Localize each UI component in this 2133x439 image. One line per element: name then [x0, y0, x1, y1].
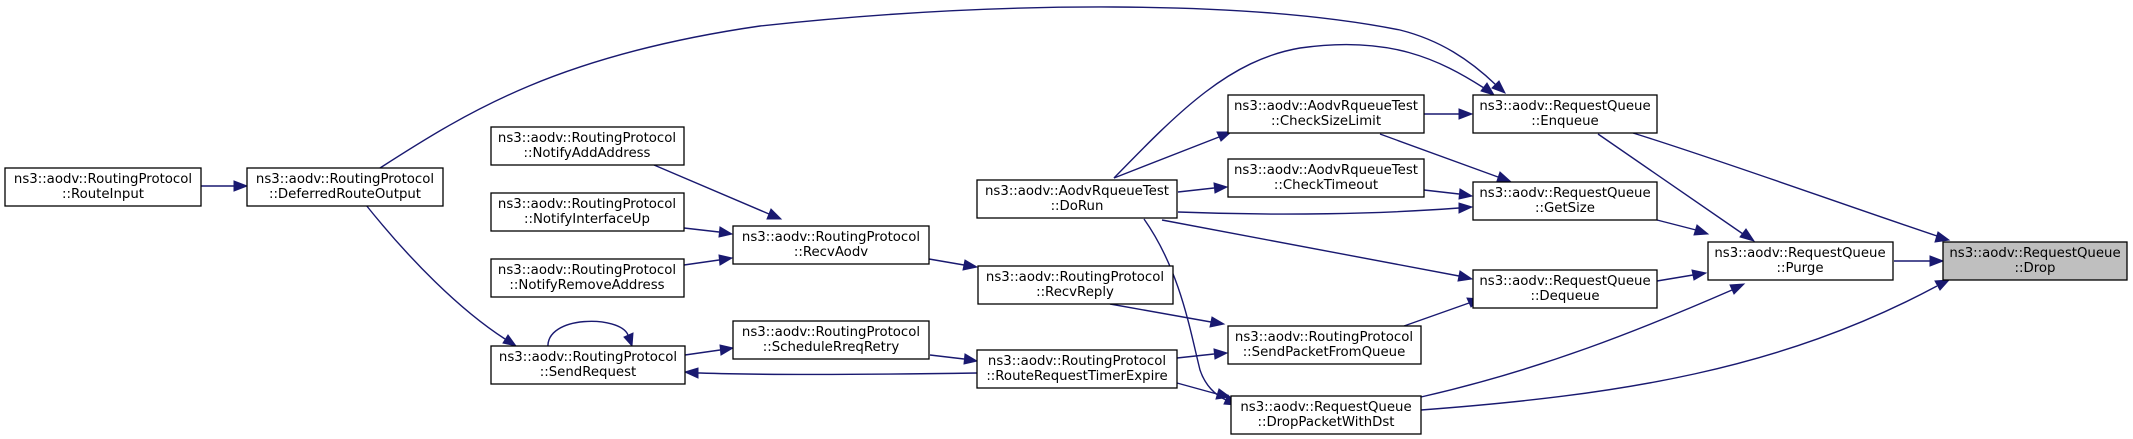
node-routingprotocol-sendrequest[interactable]: ns3::aodv::RoutingProtocol ::SendRequest [490, 345, 686, 385]
node-label-line-2: ::DoRun [1051, 199, 1104, 214]
edge-sendpacketfromqueue-to-dequeue [1403, 297, 1483, 327]
node-label-line-1: ns3::aodv::AodvRqueueTest [985, 184, 1169, 199]
edge-notifyaddaddress-to-recvaodv [653, 164, 783, 220]
edge-deferredrouteoutput-to-enqueue [379, 6, 1507, 169]
node-label-line-2: ::GetSize [1535, 201, 1595, 216]
edge-checktimeout-to-getsize [1423, 188, 1474, 200]
edge-recvreply-to-sendpacketfromqueue [1109, 303, 1226, 328]
edge-getsize-to-purge [1656, 219, 1710, 236]
node-label-line-2: ::NotifyAddAddress [524, 146, 651, 161]
node-requestqueue-drop[interactable]: ns3::aodv::RequestQueue ::Drop [1942, 241, 2128, 281]
node-label-line-2: ::Enqueue [1531, 114, 1598, 129]
node-label-line-1: ns3::aodv::RoutingProtocol [742, 325, 920, 340]
edge-purge-to-drop [1894, 255, 1945, 267]
edge-droppacket-to-drop [1420, 279, 1951, 411]
node-aodvrqueuetest-dorun[interactable]: ns3::aodv::AodvRqueueTest ::DoRun [976, 179, 1178, 219]
node-label-line-2: ::SendPacketFromQueue [1243, 345, 1406, 360]
edge-routerequesttimerexpire-to-droppacket [1176, 382, 1232, 400]
node-label-line-2: ::ScheduleRreqRetry [763, 340, 900, 355]
node-routingprotocol-recvreply[interactable]: ns3::aodv::RoutingProtocol ::RecvReply [977, 265, 1174, 305]
edge-deferredrouteoutput-to-sendrequest [365, 204, 518, 347]
edge-dequeue-to-purge [1656, 269, 1708, 282]
node-label-line-1: ns3::aodv::RequestQueue [1479, 186, 1650, 201]
node-label-line-1: ns3::aodv::RoutingProtocol [498, 131, 676, 146]
edge-schedulerreqretry-to-routerequesttimerexpire [929, 353, 979, 365]
edge-dorun-to-enqueue [1113, 43, 1496, 179]
edge-dorun-to-getsize [1177, 202, 1474, 215]
node-label-line-2: ::RouteRequestTimerExpire [986, 369, 1167, 384]
node-label-line-2: ::RecvReply [1036, 285, 1114, 300]
node-label-line-1: ns3::aodv::RequestQueue [1479, 99, 1650, 114]
node-label-line-2: ::DropPacketWithDst [1257, 415, 1394, 430]
edge-sendrequest-self-loop [547, 320, 634, 349]
node-label-line-2: ::CheckSizeLimit [1271, 114, 1381, 129]
edge-recvaodv-to-recvreply [928, 258, 979, 271]
edge-routerequesttimerexpire-to-sendrequest [683, 367, 978, 379]
node-label-line-2: ::SendRequest [540, 365, 636, 380]
edge-notifyinterfaceup-to-recvaodv [683, 226, 734, 238]
node-label-line-2: ::NotifyInterfaceUp [524, 212, 650, 227]
edge-dorun-to-dequeue [1161, 219, 1474, 282]
edge-checksizelimit-to-getsize [1379, 133, 1512, 182]
edge-routerequesttimerexpire-to-sendpacketfromqueue [1176, 348, 1229, 360]
node-routingprotocol-routeinput[interactable]: ns3::aodv::RoutingProtocol ::RouteInput [4, 167, 202, 207]
call-graph-edges [201, 6, 1951, 411]
edge-checksizelimit-to-enqueue [1424, 108, 1474, 120]
node-label-line-1: ns3::aodv::RoutingProtocol [986, 270, 1164, 285]
node-routingprotocol-schedulerreqretry[interactable]: ns3::aodv::RoutingProtocol ::ScheduleRre… [732, 320, 930, 360]
edge-dorun-to-checksizelimit [1113, 131, 1233, 179]
node-routingprotocol-sendpacketfromqueue[interactable]: ns3::aodv::RoutingProtocol ::SendPacketF… [1227, 325, 1422, 365]
edge-notifyremoveaddress-to-recvaodv [683, 254, 734, 266]
node-label-line-2: ::DeferredRouteOutput [269, 187, 421, 202]
node-routingprotocol-recvaodv[interactable]: ns3::aodv::RoutingProtocol ::RecvAodv [732, 225, 930, 265]
node-label-line-1: ns3::aodv::AodvRqueueTest [1234, 99, 1418, 114]
node-label-line-1: ns3::aodv::RequestQueue [1714, 246, 1885, 261]
node-label-line-2: ::CheckTimeout [1274, 178, 1378, 193]
node-label-line-2: ::RouteInput [62, 187, 144, 202]
node-label-line-1: ns3::aodv::RoutingProtocol [498, 197, 676, 212]
node-requestqueue-purge[interactable]: ns3::aodv::RequestQueue ::Purge [1707, 241, 1894, 281]
node-label-line-1: ns3::aodv::AodvRqueueTest [1234, 163, 1418, 178]
node-label-line-1: ns3::aodv::RoutingProtocol [498, 263, 676, 278]
node-routingprotocol-deferredrouteoutput[interactable]: ns3::aodv::RoutingProtocol ::DeferredRou… [246, 167, 444, 207]
node-label-line-1: ns3::aodv::RequestQueue [1240, 400, 1411, 415]
edge-routeinput-to-deferredrouteoutput [201, 180, 249, 192]
node-requestqueue-dequeue[interactable]: ns3::aodv::RequestQueue ::Dequeue [1472, 269, 1658, 309]
node-label-line-1: ns3::aodv::RoutingProtocol [1235, 330, 1413, 345]
node-routingprotocol-notifyaddaddress[interactable]: ns3::aodv::RoutingProtocol ::NotifyAddAd… [490, 126, 685, 166]
node-label-line-2: ::RecvAodv [794, 245, 868, 260]
node-routingprotocol-notifyremoveaddress[interactable]: ns3::aodv::RoutingProtocol ::NotifyRemov… [490, 258, 685, 298]
node-label-line-1: ns3::aodv::RoutingProtocol [499, 350, 677, 365]
node-routingprotocol-notifyinterfaceup[interactable]: ns3::aodv::RoutingProtocol ::NotifyInter… [490, 192, 685, 232]
node-requestqueue-getsize[interactable]: ns3::aodv::RequestQueue ::GetSize [1472, 181, 1658, 221]
edge-droppacket-to-purge [1420, 283, 1746, 398]
node-routingprotocol-routerequesttimerexpire[interactable]: ns3::aodv::RoutingProtocol ::RouteReques… [976, 349, 1178, 389]
node-requestqueue-droppacketwithdst[interactable]: ns3::aodv::RequestQueue ::DropPacketWith… [1230, 395, 1422, 435]
node-aodvrqueuetest-checktimeout[interactable]: ns3::aodv::AodvRqueueTest ::CheckTimeout [1227, 158, 1425, 198]
node-label-line-1: ns3::aodv::RequestQueue [1949, 246, 2120, 261]
node-aodvrqueuetest-checksizelimit[interactable]: ns3::aodv::AodvRqueueTest ::CheckSizeLim… [1227, 94, 1425, 134]
node-label-line-2: ::Drop [2015, 261, 2056, 276]
node-label-line-1: ns3::aodv::RequestQueue [1479, 274, 1650, 289]
edge-enqueue-to-purge [1597, 133, 1756, 242]
node-label-line-2: ::Purge [1776, 261, 1823, 276]
node-label-line-1: ns3::aodv::RoutingProtocol [14, 172, 192, 187]
node-label-line-1: ns3::aodv::RoutingProtocol [256, 172, 434, 187]
node-label-line-2: ::NotifyRemoveAddress [509, 278, 664, 293]
node-label-line-1: ns3::aodv::RoutingProtocol [988, 354, 1166, 369]
node-label-line-2: ::Dequeue [1530, 289, 1599, 304]
node-label-line-1: ns3::aodv::RoutingProtocol [742, 230, 920, 245]
edge-enqueue-to-drop [1632, 132, 1951, 243]
edge-dorun-to-checktimeout [1177, 182, 1229, 194]
call-graph-nodes: ns3::aodv::RequestQueue ::Drop ns3::aodv… [4, 94, 2128, 435]
node-requestqueue-enqueue[interactable]: ns3::aodv::RequestQueue ::Enqueue [1472, 94, 1658, 134]
edge-sendrequest-to-schedulerreqretry [684, 344, 735, 356]
